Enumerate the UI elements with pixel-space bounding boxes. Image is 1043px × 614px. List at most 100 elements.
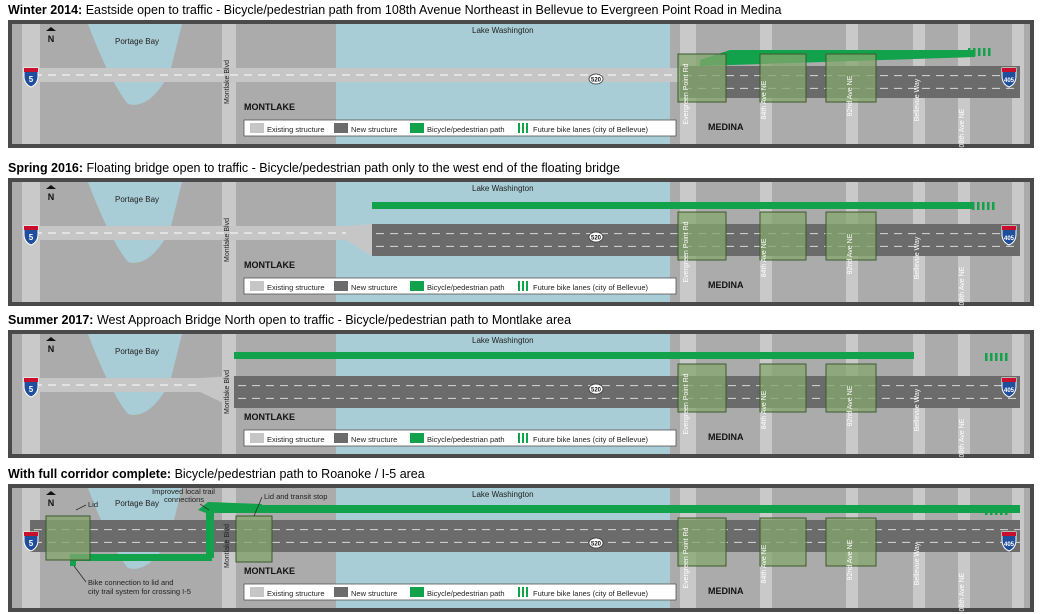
lid-block [825,363,877,413]
caption-1-desc: Eastside open to traffic - Bicycle/pedes… [82,3,782,17]
legend-swatch-bike [410,433,424,443]
legend-label-bike: Bicycle/pedestrian path [427,589,505,598]
label-bellevue-way: Bellevue Way [914,78,921,121]
north-arrow-icon: N [46,185,56,202]
shield-blue [23,225,39,246]
future-bike-lane-mark [995,507,998,515]
shield-blue [23,377,39,398]
legend-label-existing: Existing structure [267,125,325,134]
lid-block [759,53,807,103]
lid-block [759,211,807,261]
cross-street [222,24,236,144]
interstate-5-shield-icon: 5 [23,225,39,246]
road-segment [30,68,680,82]
label-evergreen-point-rd: Evergreen Point Rd [683,63,690,124]
future-bike-lane-mark [985,353,988,361]
legend-label-existing: Existing structure [267,283,325,292]
label-bellevue-way: Bellevue Way [914,542,921,585]
legend-swatch-future [518,123,520,133]
callout-lid-transit: Lid and transit stop [264,492,327,501]
shield-number: 405 [1004,388,1015,394]
future-bike-lane-mark [995,353,998,361]
lid-block [825,53,877,103]
shield-red [24,532,38,536]
road-transition [346,224,372,256]
interstate-405-shield-icon: 405 [1001,67,1017,88]
portage-bay-water [88,182,182,263]
sr520-marker-shape [588,73,604,85]
legend-label-bike: Bicycle/pedestrian path [427,125,505,134]
legend-label-future: Future bike lanes (city of Bellevue) [533,125,649,134]
legend-swatch-new [334,123,348,133]
label-portage-bay: Portage Bay [115,499,159,508]
lid-block [677,211,727,261]
legend-label-future: Future bike lanes (city of Bellevue) [533,283,649,292]
portage-bay-water [88,24,182,105]
caption-3: Summer 2017: West Approach Bridge North … [8,313,571,327]
label-108th-ave: 108th Ave NE [959,108,966,151]
north-arrow-head [46,27,56,31]
label-92nd-ave: 92nd Ave NE [847,385,854,426]
label-medina: MEDINA [708,280,744,290]
future-bike-lane-mark [977,202,980,210]
label-92nd-ave: 92nd Ave NE [847,539,854,580]
lid-block [677,53,727,103]
sr520-marker-number: 520 [591,236,602,242]
bike-path-lid-link [70,554,212,561]
callout-local-trail-1: Improved local trail [152,487,215,496]
interstate-5-shield-icon: 5 [23,531,39,552]
label-bellevue-way: Bellevue Way [914,236,921,279]
legend-label-new: New structure [351,589,397,598]
caption-1-heading: Winter 2014: [8,3,83,17]
callout-local-trail-2: connections [164,495,204,504]
legend-swatch-future [522,587,524,597]
callout-lid-transit-leader [253,496,263,517]
lid-block-i5 [45,515,91,561]
cross-street [222,182,236,302]
caption-1: Winter 2014: Eastside open to traffic - … [8,3,781,17]
label-montlake-blvd: Montlake Blvd [224,60,231,104]
shield-number: 5 [29,539,34,548]
label-portage-bay: Portage Bay [115,347,159,356]
caption-3-heading: Summer 2017: [8,313,94,327]
sr520-marker-number: 520 [591,542,602,548]
legend-box [243,429,677,447]
future-bike-lane-mark [988,48,991,56]
legend-swatch-existing [250,123,264,133]
lid-block [759,363,807,413]
shield-number: 405 [1004,542,1015,548]
north-arrow-letter: N [48,498,55,508]
future-bike-lane-mark [978,48,981,56]
future-bike-lane-mark [968,48,971,56]
label-montlake: MONTLAKE [244,102,295,112]
caption-4: With full corridor complete: Bicycle/ped… [8,467,425,481]
sr520-marker-number: 520 [591,388,602,394]
shield-red [24,378,38,382]
label-medina: MEDINA [708,432,744,442]
sr520-marker-icon: 520 [588,537,604,549]
caption-4-desc: Bicycle/pedestrian path to Roanoke / I-5… [171,467,425,481]
caption-4-heading: With full corridor complete: [8,467,172,481]
north-arrow-head [46,337,56,341]
future-bike-lane-mark [973,48,976,56]
legend-swatch-future [526,123,528,133]
label-84th-ave: 84th Ave NE [761,238,768,277]
road-transition [200,376,234,408]
label-evergreen-point-rd: Evergreen Point Rd [683,373,690,434]
callout-bike-connection-2: city trail system for crossing I-5 [88,587,191,596]
legend-swatch-bike [410,281,424,291]
shield-number: 405 [1004,78,1015,84]
interstate-405-shield-icon: 405 [1001,225,1017,246]
callout-lid: Lid [88,500,98,509]
shield-number: 405 [1004,236,1015,242]
future-bike-lane-mark [990,507,993,515]
shield-blue [1001,225,1017,246]
lid-block [677,363,727,413]
shield-red [1002,226,1016,230]
